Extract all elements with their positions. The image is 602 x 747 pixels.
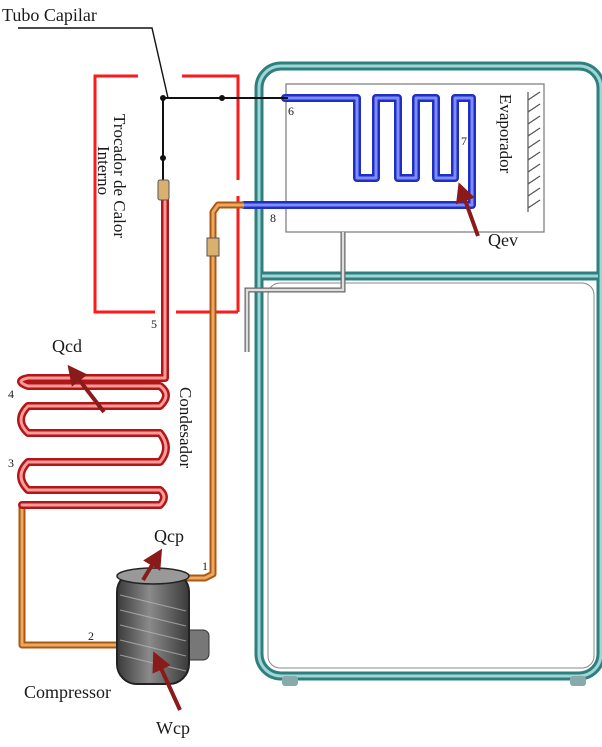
qcd-arrow [67,364,106,414]
state-point-7: 7 [461,134,467,148]
state-point-1: 1 [202,559,208,573]
wcp-label: Wcp [156,718,190,738]
evaporator-wall-hatch [527,91,541,212]
compressor [116,567,210,685]
heat-exchanger-label-line1: Trocador de Calor [110,114,129,238]
qev-label: Qev [488,230,518,250]
state-point-2: 2 [88,629,94,643]
capillary-tube-line [160,95,288,190]
qcp-arrow [141,548,163,582]
heat-arrows [67,182,480,711]
discharge-line [18,505,118,649]
evaporator-coil [240,94,476,209]
condenser-label: Condesador [176,387,195,469]
compressor-label: Compressor [24,682,111,702]
condenser-coil [17,188,170,509]
evaporator-label: Evaporador [496,94,515,174]
state-point-8: 8 [270,211,276,225]
state-point-5: 5 [151,317,157,331]
suction-line-fitting [206,237,220,257]
suction-line [183,201,244,582]
capillary-leader-line [18,27,169,99]
wcp-arrow [152,651,182,711]
evaporator-label-group: Evaporador [496,94,515,174]
refrigerator-cabinet [254,61,602,686]
condenser-label-group: Condesador [176,387,195,469]
state-point-3: 3 [8,456,14,470]
qcp-label: Qcp [154,526,184,546]
internal-heat-exchanger-box [93,74,240,314]
state-point-4: 4 [8,387,14,401]
heat-exchanger-label: Trocador de Calor [110,114,129,238]
heat-exchanger-label-line2: Interno [94,146,113,195]
freezer-compartment [285,83,545,233]
capillary-tube-label: Tubo Capilar [2,5,97,25]
heat-exchanger-label-group2: Interno [94,146,113,195]
state-point-6: 6 [288,104,294,118]
capillary-fitting [157,179,170,201]
qcd-label: Qcd [52,336,82,356]
qev-arrow [456,182,480,237]
